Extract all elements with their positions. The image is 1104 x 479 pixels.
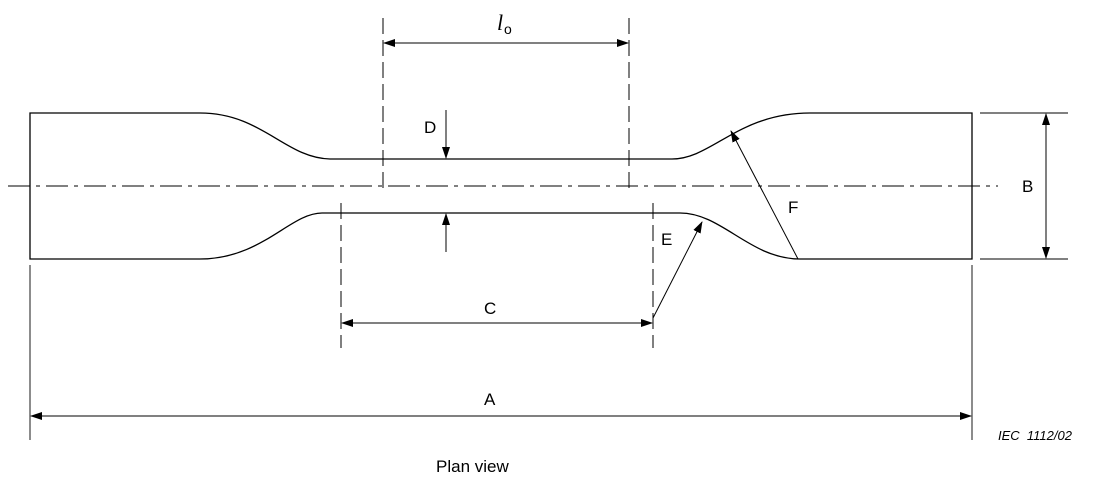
- small-radius-label: E: [661, 230, 672, 249]
- large-radius-leader: [730, 130, 799, 260]
- specimen-outline: [29, 112, 973, 260]
- narrow-length-label: C: [484, 299, 496, 318]
- gauge-length-subscript: o: [504, 21, 512, 37]
- figure-reference: IEC 1112/02: [998, 428, 1073, 443]
- large-radius-label: F: [788, 198, 798, 217]
- caption: Plan view: [436, 457, 509, 476]
- end-width-label: B: [1022, 177, 1033, 196]
- gauge-length-label: l: [497, 10, 503, 35]
- narrow-width-label: D: [424, 118, 436, 137]
- small-radius-leader: [652, 221, 703, 319]
- overall-length-label: A: [484, 390, 496, 409]
